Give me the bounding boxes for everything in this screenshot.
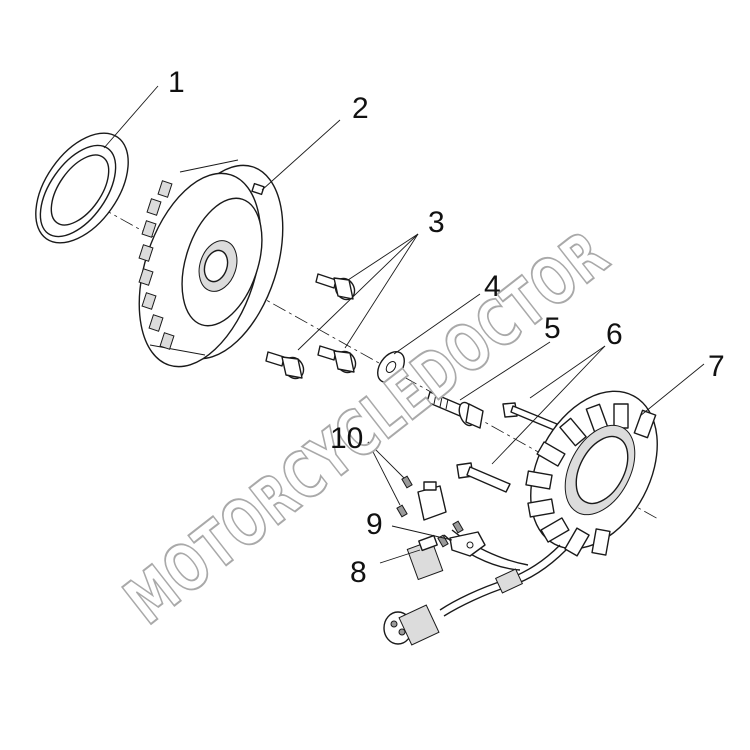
bolt-3b	[265, 351, 305, 380]
callout-10: 10	[330, 422, 363, 455]
wiring-harness	[383, 529, 567, 646]
callout-1: 1	[168, 66, 185, 99]
part-2-flywheel-rotor	[138, 159, 284, 368]
part-7-stator	[525, 390, 658, 557]
part-8-pulser-sensor	[406, 534, 444, 581]
callout-3: 3	[428, 206, 445, 239]
bolt-6b	[456, 462, 511, 493]
bolt-6a	[502, 402, 558, 431]
callout-7: 7	[708, 350, 725, 383]
callout-9: 9	[366, 508, 383, 541]
bolt-3c	[317, 345, 357, 374]
callout-4: 4	[484, 270, 501, 303]
leader-lines	[103, 85, 705, 564]
callout-5: 5	[544, 312, 561, 345]
part-4-washer	[377, 351, 405, 383]
callout-6: 6	[606, 318, 623, 351]
callout-labels: 1 2 3 4 5 6 7 8 9 10	[168, 66, 725, 589]
part-3-socket-bolts	[265, 273, 357, 380]
part-10-small-parts	[396, 475, 464, 548]
harness-connector	[383, 604, 440, 646]
bolt-3a	[315, 273, 356, 301]
part-5-flange-bolt	[426, 391, 484, 429]
stator-poles	[525, 403, 657, 557]
callout-2: 2	[352, 92, 369, 125]
rotor-teeth	[138, 180, 175, 350]
part-9-bracket	[449, 531, 486, 557]
part-6-long-bolts	[456, 402, 558, 493]
part-1-seal-ring	[35, 132, 129, 244]
callout-8: 8	[350, 556, 367, 589]
